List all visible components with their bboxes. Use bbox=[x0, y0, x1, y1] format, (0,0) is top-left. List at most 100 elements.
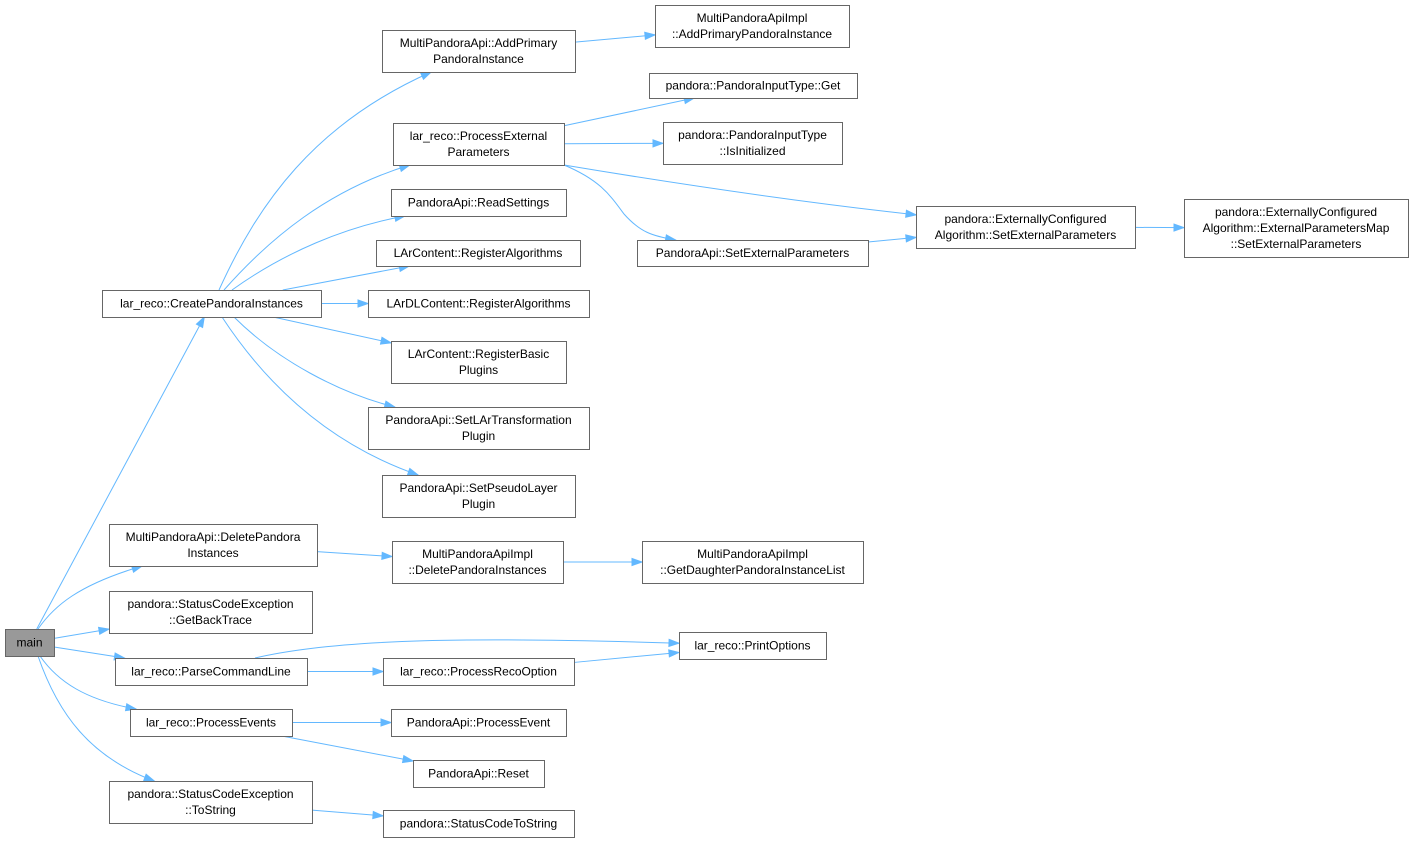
node-label-line: ::ToString bbox=[185, 803, 236, 817]
node-deleteimpl[interactable]: MultiPandoraApiImpl::DeletePandoraInstan… bbox=[392, 541, 564, 584]
node-box bbox=[655, 5, 850, 48]
node-box bbox=[383, 658, 575, 686]
node-label-line: PandoraApi::SetExternalParameters bbox=[656, 246, 849, 260]
edge-main-to-create bbox=[36, 315, 205, 630]
node-tostring[interactable]: pandora::StatusCodeException::ToString bbox=[109, 781, 313, 824]
node-processevent[interactable]: PandoraApi::ProcessEvent bbox=[391, 709, 567, 737]
node-label-line: LArContent::RegisterBasic bbox=[408, 347, 549, 361]
nodes-layer: mainlar_reco::CreatePandoraInstancesMult… bbox=[5, 5, 1409, 838]
node-main[interactable]: main bbox=[5, 629, 55, 657]
edge-line bbox=[563, 164, 676, 241]
node-box bbox=[391, 189, 567, 217]
node-mapsetext[interactable]: pandora::ExternallyConfiguredAlgorithm::… bbox=[1184, 199, 1409, 258]
node-ldlregalg[interactable]: LArDLContent::RegisterAlgorithms bbox=[368, 290, 590, 318]
node-box bbox=[102, 290, 322, 318]
edge-arrowhead bbox=[668, 638, 681, 648]
edge-create-to-regbasic bbox=[273, 316, 393, 345]
node-label-line: pandora::PandoraInputType bbox=[678, 128, 827, 142]
node-label-line: LArContent::RegisterAlgorithms bbox=[394, 246, 563, 260]
node-label-line: ::IsInitialized bbox=[719, 144, 785, 158]
node-label-line: MultiPandoraApi::AddPrimary bbox=[400, 36, 557, 50]
node-lrregalg[interactable]: LArContent::RegisterAlgorithms bbox=[376, 240, 581, 267]
node-readsettings[interactable]: PandoraApi::ReadSettings bbox=[391, 189, 567, 217]
node-box bbox=[637, 240, 869, 267]
edges-layer bbox=[36, 31, 1186, 820]
edge-main-to-parsecmd bbox=[53, 646, 126, 661]
edge-arrowhead bbox=[97, 626, 111, 635]
node-printopts[interactable]: lar_reco::PrintOptions bbox=[679, 632, 827, 660]
edge-arrowhead bbox=[379, 336, 393, 345]
node-box bbox=[368, 407, 590, 450]
node-parsecmd[interactable]: lar_reco::ParseCommandLine bbox=[115, 658, 308, 686]
node-deletepandora[interactable]: MultiPandoraApi::DeletePandoraInstances bbox=[109, 524, 318, 567]
edge-deleteimpl-to-getdaughter bbox=[563, 557, 644, 567]
edge-arrowhead bbox=[195, 315, 205, 329]
node-label-line: MultiPandoraApiImpl bbox=[697, 11, 808, 25]
node-box bbox=[368, 290, 590, 318]
node-inputinit[interactable]: pandora::PandoraInputType::IsInitialized bbox=[663, 122, 843, 165]
node-label-line: MultiPandoraApi::DeletePandora bbox=[126, 530, 301, 544]
node-label-line: PandoraApi::ReadSettings bbox=[408, 196, 549, 210]
node-label-line: Plugin bbox=[462, 429, 495, 443]
edge-main-to-backtrace bbox=[53, 626, 111, 639]
node-box bbox=[382, 475, 576, 518]
edge-line bbox=[273, 316, 392, 344]
edge-line bbox=[223, 164, 410, 291]
node-reset[interactable]: PandoraApi::Reset bbox=[413, 760, 545, 788]
node-label-line: ::GetDaughterPandoraInstanceList bbox=[660, 563, 845, 577]
node-label-line: PandoraApi::SetLArTransformation bbox=[385, 413, 571, 427]
edge-line bbox=[37, 655, 155, 782]
node-label-line: PandoraInstance bbox=[433, 52, 524, 66]
node-label-line: lar_reco::PrintOptions bbox=[694, 639, 810, 653]
edge-arrowhead bbox=[652, 139, 665, 148]
node-label-line: PandoraApi::ProcessEvent bbox=[407, 716, 551, 730]
edge-line bbox=[573, 651, 680, 663]
edge-parsecmd-to-printopts bbox=[254, 638, 681, 659]
edge-arrowhead bbox=[401, 754, 415, 764]
edge-line bbox=[37, 565, 143, 630]
node-inputget[interactable]: pandora::PandoraInputType::Get bbox=[649, 73, 858, 99]
edge-arrowhead bbox=[668, 649, 681, 658]
node-create[interactable]: lar_reco::CreatePandoraInstances bbox=[102, 290, 322, 318]
edge-line bbox=[563, 97, 695, 127]
node-box bbox=[663, 122, 843, 165]
node-label-line: PandoraApi::SetPseudoLayer bbox=[399, 481, 557, 495]
node-label-line: Parameters bbox=[447, 145, 509, 159]
edge-line bbox=[282, 265, 410, 291]
node-backtrace[interactable]: pandora::StatusCodeException::GetBackTra… bbox=[109, 591, 313, 634]
node-addprimary[interactable]: MultiPandoraApi::AddPrimaryPandoraInstan… bbox=[382, 30, 576, 73]
node-procreco[interactable]: lar_reco::ProcessRecoOption bbox=[383, 658, 575, 686]
node-apisetext[interactable]: PandoraApi::SetExternalParameters bbox=[637, 240, 869, 267]
node-box bbox=[109, 591, 313, 634]
edge-arrowhead bbox=[372, 810, 385, 820]
edge-procevents-to-processevent bbox=[292, 718, 393, 727]
node-box bbox=[5, 629, 55, 657]
node-box bbox=[376, 240, 581, 267]
node-box bbox=[383, 810, 575, 838]
node-algsetext[interactable]: pandora::ExternallyConfiguredAlgorithm::… bbox=[916, 206, 1136, 249]
edge-line bbox=[254, 639, 680, 659]
node-box bbox=[130, 709, 293, 737]
node-getdaughter[interactable]: MultiPandoraApiImpl::GetDaughterPandoraI… bbox=[642, 541, 864, 584]
node-addprimaryimpl[interactable]: MultiPandoraApiImpl::AddPrimaryPandoraIn… bbox=[655, 5, 850, 48]
node-box bbox=[916, 206, 1136, 249]
edge-line bbox=[281, 735, 414, 762]
edge-tostring-to-sctostring bbox=[311, 809, 385, 820]
edge-arrowhead bbox=[372, 667, 385, 676]
node-label-line: pandora::StatusCodeException bbox=[127, 597, 293, 611]
node-box bbox=[642, 541, 864, 584]
edge-apisetext-to-algsetext bbox=[867, 234, 918, 243]
edge-arrowhead bbox=[905, 234, 918, 243]
node-label-line: main bbox=[16, 636, 42, 650]
node-label-line: lar_reco::ProcessExternal bbox=[410, 129, 547, 143]
node-box bbox=[382, 30, 576, 73]
node-procevents[interactable]: lar_reco::ProcessEvents bbox=[130, 709, 293, 737]
edge-line bbox=[221, 316, 419, 476]
node-label-line: ::AddPrimaryPandoraInstance bbox=[672, 27, 832, 41]
node-sctostring[interactable]: pandora::StatusCodeToString bbox=[383, 810, 575, 838]
node-box bbox=[393, 123, 565, 166]
